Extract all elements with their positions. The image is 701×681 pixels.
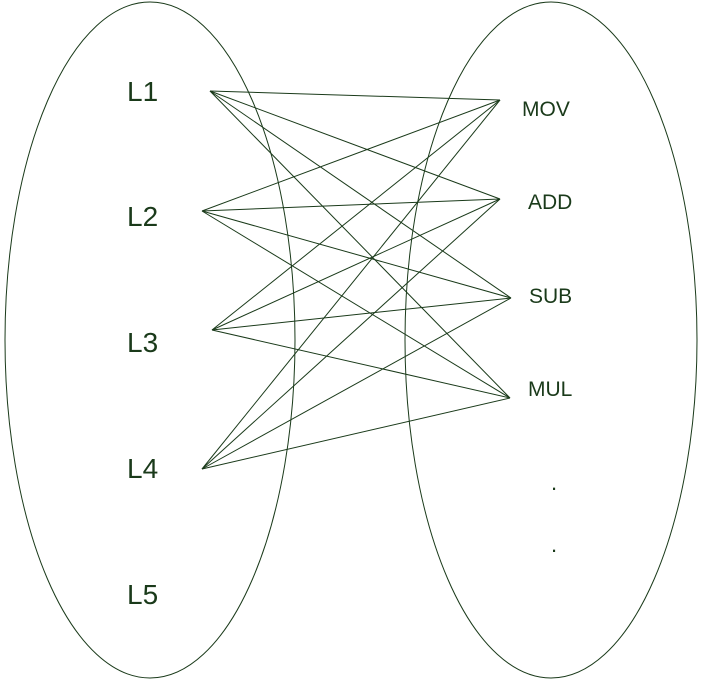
right-item-mov: MOV — [522, 98, 570, 121]
left-set-ellipse — [4, 1, 296, 679]
right-ellipsis-dot-2: . — [551, 532, 557, 557]
edge-l4-sub — [201, 297, 512, 470]
edge-l2-sub — [201, 210, 512, 299]
right-item-sub: SUB — [529, 285, 572, 308]
edge-l3-sub — [211, 297, 512, 331]
edge-l2-mov — [201, 99, 501, 212]
edge-l4-add — [201, 198, 501, 470]
edge-l4-mov — [201, 99, 501, 470]
edge-l3-mul — [211, 329, 511, 399]
left-item-l4: L4 — [127, 453, 158, 484]
edge-l3-add — [211, 198, 501, 331]
edge-l3-mov — [211, 99, 501, 331]
left-item-l2: L2 — [127, 201, 158, 232]
right-ellipsis-dot-1: . — [551, 470, 557, 495]
edge-l2-add — [201, 198, 501, 212]
right-set-ellipse — [404, 1, 698, 679]
edge-l1-mul — [209, 90, 511, 399]
edge-l1-sub — [209, 90, 512, 299]
left-item-l1: L1 — [127, 76, 158, 107]
edge-l1-add — [209, 90, 501, 200]
edge-l4-mul — [201, 397, 511, 470]
connection-lines — [201, 90, 512, 470]
right-item-mul: MUL — [528, 378, 572, 401]
left-item-l5: L5 — [127, 579, 158, 610]
edge-l2-mul — [201, 210, 511, 399]
edge-l1-mov — [209, 90, 501, 101]
right-item-add: ADD — [528, 191, 572, 214]
left-item-l3: L3 — [127, 327, 158, 358]
